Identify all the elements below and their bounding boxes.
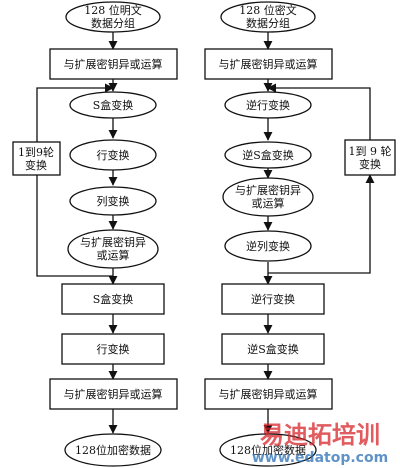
dec-xor-initial-box (204, 48, 333, 80)
dec-inv-mix-columns-node (224, 230, 312, 262)
encryption-labels: 128 位明文 数据分组 与扩展密钥异或运算 S盒变换 行变换 列变换 与扩展密… (18, 3, 163, 457)
enc-start-line1: 128 位明文 (84, 3, 142, 17)
dec-inv-mix-columns-label: 逆列变换 (246, 239, 290, 253)
enc-start-line2: 数据分组 (91, 16, 135, 30)
enc-end-terminal (64, 433, 162, 467)
dec-final-inv-shift-rows-box (221, 283, 325, 315)
dec-inv-sub-bytes-node (224, 141, 312, 169)
enc-final-sub-bytes-label: S盒变换 (93, 292, 134, 306)
dec-loop-label-line1: 1到 9 轮 (349, 144, 392, 158)
dec-xor-final-box (204, 378, 333, 410)
dec-inv-sub-bytes-label: 逆S盒变换 (242, 148, 294, 162)
dec-inv-shift-rows-label: 逆行变换 (246, 98, 290, 112)
enc-loop-label-box (12, 141, 61, 176)
dec-final-inv-shift-rows-label: 逆行变换 (251, 292, 295, 306)
encryption-flow (12, 1, 178, 467)
loop-connector (36, 83, 114, 142)
enc-mix-columns-node (69, 186, 157, 216)
dec-inv-shift-rows-node (224, 91, 312, 119)
enc-shift-rows-node (69, 139, 157, 171)
enc-final-sub-bytes-box (61, 283, 165, 315)
dec-xor-loop-line1: 与扩展密钥异 (235, 183, 301, 197)
dec-loop-label-box (344, 139, 396, 176)
enc-xor-initial-box (49, 48, 178, 80)
enc-loop-label-line2: 变换 (25, 158, 47, 172)
enc-xor-loop-line1: 与扩展密钥异 (80, 235, 146, 249)
dec-start-line1: 128 位密文 (239, 3, 297, 17)
dec-final-inv-sub-bytes-label: 逆S盒变换 (247, 342, 299, 356)
enc-xor-final-label: 与扩展密钥异或运算 (64, 387, 163, 401)
enc-final-shift-rows-label: 行变换 (97, 342, 130, 356)
watermark-url: www.edatop.com (252, 450, 388, 466)
decryption-flow (204, 1, 396, 467)
enc-start-terminal (65, 1, 161, 33)
dec-end-label: 128位加密数据 (230, 443, 306, 457)
watermark: 易迪拓培训 www.edatop.com (252, 421, 388, 466)
dec-xor-initial-label: 与扩展密钥异或运算 (219, 57, 318, 71)
loop-connector (36, 175, 113, 277)
enc-xor-final-box (49, 378, 178, 410)
decryption-labels: 128 位密文 数据分组 与扩展密钥异或运算 逆行变换 逆S盒变换 与扩展密钥异… (219, 3, 392, 457)
dec-end-terminal (219, 433, 317, 467)
dec-loop-label-line2: 变换 (359, 157, 381, 171)
dec-start-terminal (220, 1, 316, 33)
dec-xor-loop-node (222, 177, 314, 217)
enc-xor-loop-node (67, 229, 159, 269)
enc-shift-rows-label: 行变换 (97, 148, 130, 162)
dec-xor-loop-line2: 或运算 (252, 196, 285, 210)
dec-start-line2: 数据分组 (246, 16, 290, 30)
enc-mix-columns-label: 列变换 (97, 194, 130, 208)
enc-sub-bytes-node (69, 91, 157, 119)
loop-connector (267, 83, 371, 140)
enc-final-shift-rows-box (61, 333, 165, 365)
watermark-brand: 易迪拓培训 (260, 421, 380, 449)
dec-final-inv-sub-bytes-box (221, 333, 325, 365)
enc-xor-initial-label: 与扩展密钥异或运算 (64, 57, 163, 71)
enc-end-label: 128位加密数据 (75, 443, 151, 457)
dec-xor-final-label: 与扩展密钥异或运算 (219, 387, 318, 401)
loop-connector (268, 174, 375, 274)
enc-xor-loop-line2: 或运算 (97, 248, 130, 262)
enc-loop-label-line1: 1到9轮 (18, 145, 54, 159)
enc-sub-bytes-label: S盒变换 (93, 98, 134, 112)
